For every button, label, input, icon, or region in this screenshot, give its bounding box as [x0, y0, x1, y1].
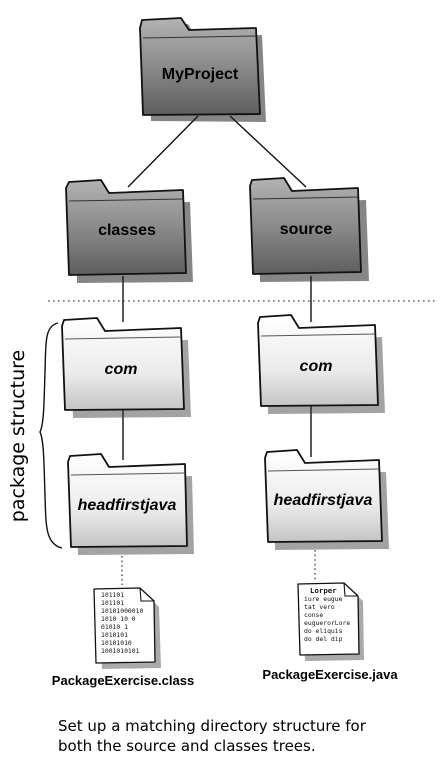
java-file-line: euguerorLore [304, 619, 350, 627]
package-structure-brace [39, 322, 63, 549]
class-file-line: 10101000010 [101, 607, 143, 615]
java-file-line: conse [304, 611, 323, 619]
java-file-line: Lorper [310, 586, 337, 595]
folder-label-myproject: MyProject [162, 66, 239, 83]
java-file-icon [297, 582, 360, 656]
class-file-line: 1010101 [101, 631, 128, 639]
class-file-line: 101101 [101, 599, 124, 607]
java-file-line: do del dip [304, 635, 343, 643]
package-structure-label: package structure [7, 350, 29, 522]
class-file-line: 1001010101 [101, 647, 140, 655]
class-file-line: 1010 10 0 [101, 615, 136, 623]
folder-label-source: source [280, 221, 333, 238]
folder-label-com-classes: com [105, 361, 138, 378]
connector-myproject-classes [127, 115, 199, 188]
folder-classes: classes [65, 179, 193, 283]
java-file-line: do eliquis [304, 627, 343, 635]
folder-com-source: com [257, 314, 385, 414]
folder-label-classes: classes [98, 222, 156, 239]
instruction-note: Set up a matching directory structure fo… [58, 716, 428, 756]
class-file-line: 10101010 [101, 639, 132, 647]
folder-label-headfirstjava-classes: headfirstjava [78, 497, 177, 514]
folder-label-com-source: com [300, 358, 333, 375]
instruction-note-line: both the source and classes trees. [58, 737, 316, 755]
class-file-document: 101101 101101 10101000010 1010 10 0 0101… [93, 587, 161, 669]
java-file-document: Lorper iure eugue tat vero conse euguero… [297, 582, 364, 661]
tree-connectors [122, 115, 312, 460]
folder-label-headfirstjava-source: headfirstjava [274, 492, 373, 509]
folder-headfirstjava-classes: headfirstjava [67, 453, 194, 555]
folder-myproject: MyProject [139, 17, 266, 122]
java-file-name: PackageExercise.java [262, 667, 398, 682]
java-file-line: iure eugue [304, 595, 343, 603]
folder-headfirstjava-source: headfirstjava [264, 449, 389, 550]
class-file-name: PackageExercise.class [52, 673, 194, 688]
java-file-line: tat vero [304, 603, 335, 611]
instruction-note-line: Set up a matching directory structure fo… [58, 717, 366, 735]
class-file-icon [93, 587, 156, 664]
class-file-line: 101101 [101, 591, 124, 599]
folder-source: source [249, 177, 369, 282]
connector-myproject-source [229, 115, 307, 188]
class-file-line: 01010 1 [101, 623, 128, 631]
folder-com-classes: com [61, 317, 191, 418]
